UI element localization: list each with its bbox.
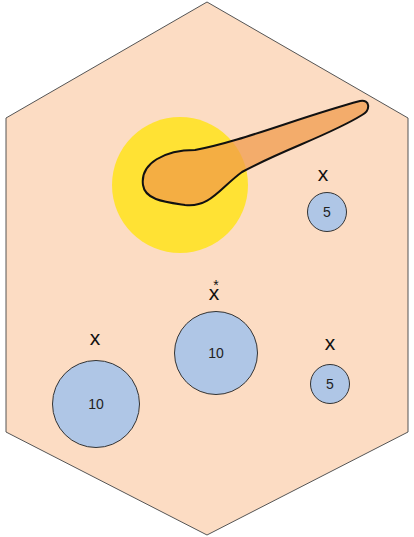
variable-mark: x (325, 332, 336, 353)
circle-number: 5 (323, 204, 331, 220)
organ-blob (143, 101, 368, 206)
number-circle: 10 (174, 311, 258, 395)
circle-number: 10 (208, 345, 224, 361)
variable-mark: x (318, 163, 329, 184)
number-circle: 5 (307, 192, 347, 232)
variable-mark: x (90, 327, 101, 348)
number-circle: 5 (310, 364, 350, 404)
number-circle: 10 (52, 360, 140, 448)
hexagon-region (6, 2, 408, 535)
variable-mark: x (209, 282, 220, 303)
circle-number: 5 (326, 376, 334, 392)
circle-number: 10 (88, 396, 104, 412)
